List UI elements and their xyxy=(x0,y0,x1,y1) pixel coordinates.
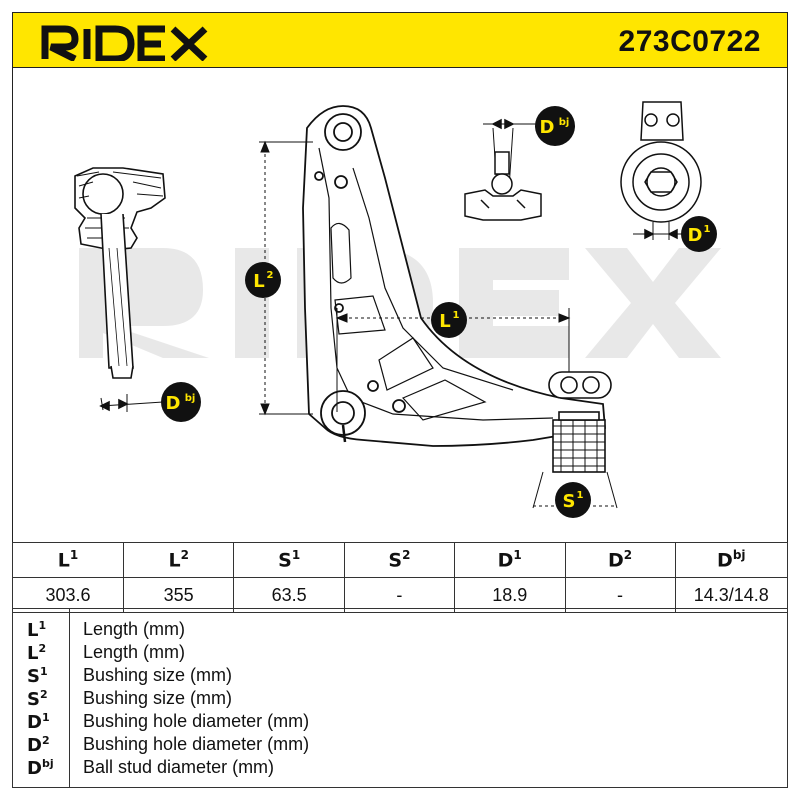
legend-divider xyxy=(69,609,70,787)
spec-value-s2: - xyxy=(343,577,455,613)
legend-key: L2 xyxy=(27,642,47,664)
rear-bushing xyxy=(548,371,612,473)
ball-stud-detail xyxy=(464,118,542,221)
badge-sup: 1 xyxy=(453,310,460,321)
spec-header-cell: L1 xyxy=(11,542,125,578)
dimension-l2 xyxy=(259,140,313,416)
legend-row: Dbj Ball stud diameter (mm) xyxy=(13,757,787,780)
badge-d1: D 1 xyxy=(681,216,717,252)
badge-dbj-left: D bj xyxy=(161,382,201,422)
legend-row: S2 Bushing size (mm) xyxy=(13,688,787,711)
legend-desc: Bushing hole diameter (mm) xyxy=(83,734,310,754)
legend-row: S1 Bushing size (mm) xyxy=(13,665,787,688)
technical-drawing: D bj L 2 xyxy=(74,101,721,518)
spec-value-l2: 355 xyxy=(123,577,235,613)
legend-row: D1 Bushing hole diameter (mm) xyxy=(13,711,787,734)
badge-dbj-top: D bj xyxy=(535,106,575,146)
legend-desc: Length (mm) xyxy=(83,642,186,662)
legend-row: L2 Length (mm) xyxy=(13,642,787,665)
badge-label: D xyxy=(166,393,181,414)
badge-label: D xyxy=(540,117,555,138)
spec-header-cell: D2 xyxy=(564,542,676,578)
legend-key: L1 xyxy=(27,619,47,641)
badge-l2: L 2 xyxy=(245,262,281,298)
legend-key: D1 xyxy=(27,711,50,733)
badge-l1: L 1 xyxy=(431,302,467,338)
spec-header-cell: S1 xyxy=(233,542,345,578)
spec-header-cell: S2 xyxy=(343,542,455,578)
badge-label: S xyxy=(563,491,576,512)
legend-row: L1 Length (mm) xyxy=(13,619,787,642)
legend-box: L1 Length (mm) L2 Length (mm) S1 Bushing… xyxy=(12,608,788,788)
legend-desc: Bushing hole diameter (mm) xyxy=(83,711,310,731)
legend-key: D2 xyxy=(27,734,50,756)
spec-value-s1: 63.5 xyxy=(233,577,345,613)
spec-value-dbj: 14.3/14.8 xyxy=(674,577,789,613)
badge-sup: 1 xyxy=(704,224,711,235)
legend-desc: Bushing size (mm) xyxy=(83,665,233,685)
badge-sup: bj xyxy=(559,117,570,128)
badge-label: L xyxy=(439,311,450,332)
part-number: 273C0722 xyxy=(618,25,761,58)
ball-joint-detail xyxy=(74,167,166,412)
badge-sup: 2 xyxy=(267,270,274,281)
ridex-logo xyxy=(41,25,208,61)
badge-label: D xyxy=(688,225,703,246)
bushing-section xyxy=(620,101,702,240)
spec-header-cell: L2 xyxy=(123,542,235,578)
legend-row: D2 Bushing hole diameter (mm) xyxy=(13,734,787,757)
spec-value-l1: 303.6 xyxy=(11,577,125,613)
legend-desc: Bushing size (mm) xyxy=(83,688,233,708)
spec-header-cell: Dbj xyxy=(674,542,789,578)
badge-label: L xyxy=(253,271,264,292)
spec-value-d1: 18.9 xyxy=(453,577,566,613)
spec-header-row: L1 L2 S1 S2 D1 D2 Dbj xyxy=(11,542,789,578)
badge-sup: bj xyxy=(185,393,196,404)
spec-value-row: 303.6 355 63.5 - 18.9 - 14.3/14.8 xyxy=(11,577,789,613)
legend-key: S2 xyxy=(27,688,48,710)
legend-desc: Length (mm) xyxy=(83,619,186,639)
legend-key: Dbj xyxy=(27,757,54,779)
badge-s1: S 1 xyxy=(555,482,591,518)
control-arm-drawing xyxy=(302,105,606,447)
legend-desc: Ball stud diameter (mm) xyxy=(83,757,275,777)
legend-key: S1 xyxy=(27,665,48,687)
spec-table: L1 L2 S1 S2 D1 D2 Dbj 303.6 355 63.5 - 1… xyxy=(11,542,789,613)
badge-sup: 1 xyxy=(577,490,584,501)
header-bar: 273C0722 xyxy=(12,12,788,68)
spec-header-cell: D1 xyxy=(453,542,566,578)
